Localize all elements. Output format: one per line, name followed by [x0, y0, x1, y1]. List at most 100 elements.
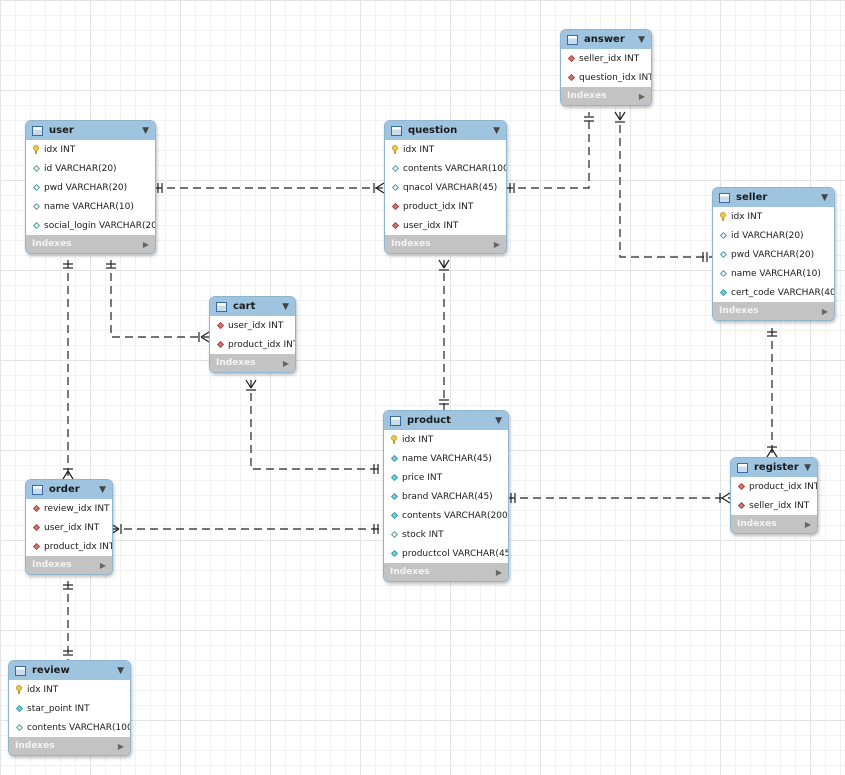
- column-row[interactable]: contents VARCHAR(100): [385, 159, 506, 178]
- expand-indexes-icon[interactable]: ▶: [99, 560, 106, 570]
- collapse-arrow-icon[interactable]: ▼: [821, 192, 828, 203]
- relation-seller-register[interactable]: [766, 328, 778, 458]
- indexes-section[interactable]: Indexes▶: [731, 515, 817, 533]
- column-row[interactable]: product_idx INT: [210, 335, 295, 354]
- table-header[interactable]: product▼: [384, 411, 508, 430]
- column-row[interactable]: name VARCHAR(10): [713, 264, 834, 283]
- column-row[interactable]: idx INT: [385, 140, 506, 159]
- collapse-arrow-icon[interactable]: ▼: [117, 665, 124, 676]
- column-row[interactable]: contents VARCHAR(100): [9, 718, 130, 737]
- relation-order-review[interactable]: [63, 581, 73, 660]
- collapse-arrow-icon[interactable]: ▼: [804, 462, 811, 473]
- column-label: id VARCHAR(20): [731, 230, 804, 241]
- relation-user-cart[interactable]: [106, 260, 210, 343]
- column-row[interactable]: stock INT: [384, 525, 508, 544]
- column-row[interactable]: pwd VARCHAR(20): [713, 245, 834, 264]
- table-header[interactable]: user▼: [26, 121, 155, 140]
- column-row[interactable]: user_idx INT: [385, 216, 506, 235]
- column-row[interactable]: question_idx INT: [561, 68, 651, 87]
- column-row[interactable]: price INT: [384, 468, 508, 487]
- expand-indexes-icon[interactable]: ▶: [495, 567, 502, 577]
- table-header[interactable]: answer▼: [561, 30, 651, 49]
- column-row[interactable]: user_idx INT: [210, 316, 295, 335]
- indexes-section[interactable]: Indexes▶: [385, 235, 506, 253]
- column-row[interactable]: user_idx INT: [26, 518, 112, 537]
- column-row[interactable]: product_idx INT: [26, 537, 112, 556]
- indexes-label: Indexes: [32, 560, 72, 570]
- column-row[interactable]: productcol VARCHAR(45): [384, 544, 508, 563]
- column-row[interactable]: pwd VARCHAR(20): [26, 178, 155, 197]
- collapse-arrow-icon[interactable]: ▼: [495, 415, 502, 426]
- column-label: pwd VARCHAR(20): [44, 182, 128, 193]
- nullable-column-icon: [14, 723, 24, 732]
- primary-key-icon: [31, 145, 41, 154]
- column-row[interactable]: name VARCHAR(10): [26, 197, 155, 216]
- relation-user-order[interactable]: [62, 260, 74, 480]
- table-user[interactable]: user▼ idx INT id VARCHAR(20) pwd VARCHAR(20…: [25, 120, 156, 254]
- column-row[interactable]: cert_code VARCHAR(40): [713, 283, 834, 302]
- column-row[interactable]: idx INT: [713, 207, 834, 226]
- table-header[interactable]: seller▼: [713, 188, 834, 207]
- indexes-section[interactable]: Indexes▶: [26, 235, 155, 253]
- relation-order-product[interactable]: [110, 523, 383, 535]
- table-header[interactable]: cart▼: [210, 297, 295, 316]
- column-row[interactable]: name VARCHAR(45): [384, 449, 508, 468]
- expand-indexes-icon[interactable]: ▶: [282, 358, 289, 368]
- column-row[interactable]: social_login VARCHAR(20): [26, 216, 155, 235]
- relation-cart-product[interactable]: [245, 379, 383, 474]
- expand-indexes-icon[interactable]: ▶: [117, 741, 124, 751]
- table-header[interactable]: review▼: [9, 661, 130, 680]
- expand-indexes-icon[interactable]: ▶: [638, 91, 645, 101]
- column-row[interactable]: star_point INT: [9, 699, 130, 718]
- expand-indexes-icon[interactable]: ▶: [804, 519, 811, 529]
- collapse-arrow-icon[interactable]: ▼: [282, 301, 289, 312]
- table-header[interactable]: order▼: [26, 480, 112, 499]
- column-row[interactable]: idx INT: [9, 680, 130, 699]
- table-header[interactable]: question ▼: [385, 121, 506, 140]
- column-row[interactable]: seller_idx INT: [561, 49, 651, 68]
- column-row[interactable]: product_idx INT: [385, 197, 506, 216]
- nullable-column-icon: [31, 164, 41, 173]
- indexes-section[interactable]: Indexes▶: [9, 737, 130, 755]
- column-row[interactable]: brand VARCHAR(45): [384, 487, 508, 506]
- relation-question-answer[interactable]: [505, 112, 594, 193]
- table-seller[interactable]: seller▼idx INT id VARCHAR(20) pwd VARCHAR(…: [712, 187, 835, 321]
- relation-answer-seller[interactable]: [614, 111, 712, 262]
- indexes-section[interactable]: Indexes▶: [210, 354, 295, 372]
- collapse-arrow-icon[interactable]: ▼: [638, 34, 645, 45]
- column-row[interactable]: review_idx INT: [26, 499, 112, 518]
- indexes-section[interactable]: Indexes▶: [561, 87, 651, 105]
- column-row[interactable]: id VARCHAR(20): [713, 226, 834, 245]
- column-row[interactable]: id VARCHAR(20): [26, 159, 155, 178]
- table-header[interactable]: register▼: [731, 458, 817, 477]
- indexes-section[interactable]: Indexes▶: [384, 563, 508, 581]
- column-row[interactable]: idx INT: [26, 140, 155, 159]
- relation-question-product[interactable]: [438, 259, 450, 410]
- collapse-arrow-icon[interactable]: ▼: [142, 125, 149, 136]
- collapse-arrow-icon[interactable]: ▼: [493, 125, 500, 136]
- column-row[interactable]: product_idx INT: [731, 477, 817, 496]
- column-row[interactable]: idx INT: [384, 430, 508, 449]
- nullable-column-icon: [389, 530, 399, 539]
- column-row[interactable]: qnacol VARCHAR(45): [385, 178, 506, 197]
- expand-indexes-icon[interactable]: ▶: [142, 239, 149, 249]
- column-row[interactable]: contents VARCHAR(200): [384, 506, 508, 525]
- table-title: question: [408, 125, 458, 136]
- column-label: idx INT: [44, 144, 76, 155]
- relation-product-register[interactable]: [507, 492, 731, 504]
- column-label: user_idx INT: [228, 320, 284, 331]
- indexes-section[interactable]: Indexes▶: [713, 302, 834, 320]
- indexes-section[interactable]: Indexes ▶: [26, 556, 112, 574]
- collapse-arrow-icon[interactable]: ▼: [99, 484, 106, 495]
- expand-indexes-icon[interactable]: ▶: [821, 306, 828, 316]
- expand-indexes-icon[interactable]: ▶: [493, 239, 500, 249]
- column-row[interactable]: seller_idx INT: [731, 496, 817, 515]
- relation-user-question[interactable]: [154, 182, 385, 194]
